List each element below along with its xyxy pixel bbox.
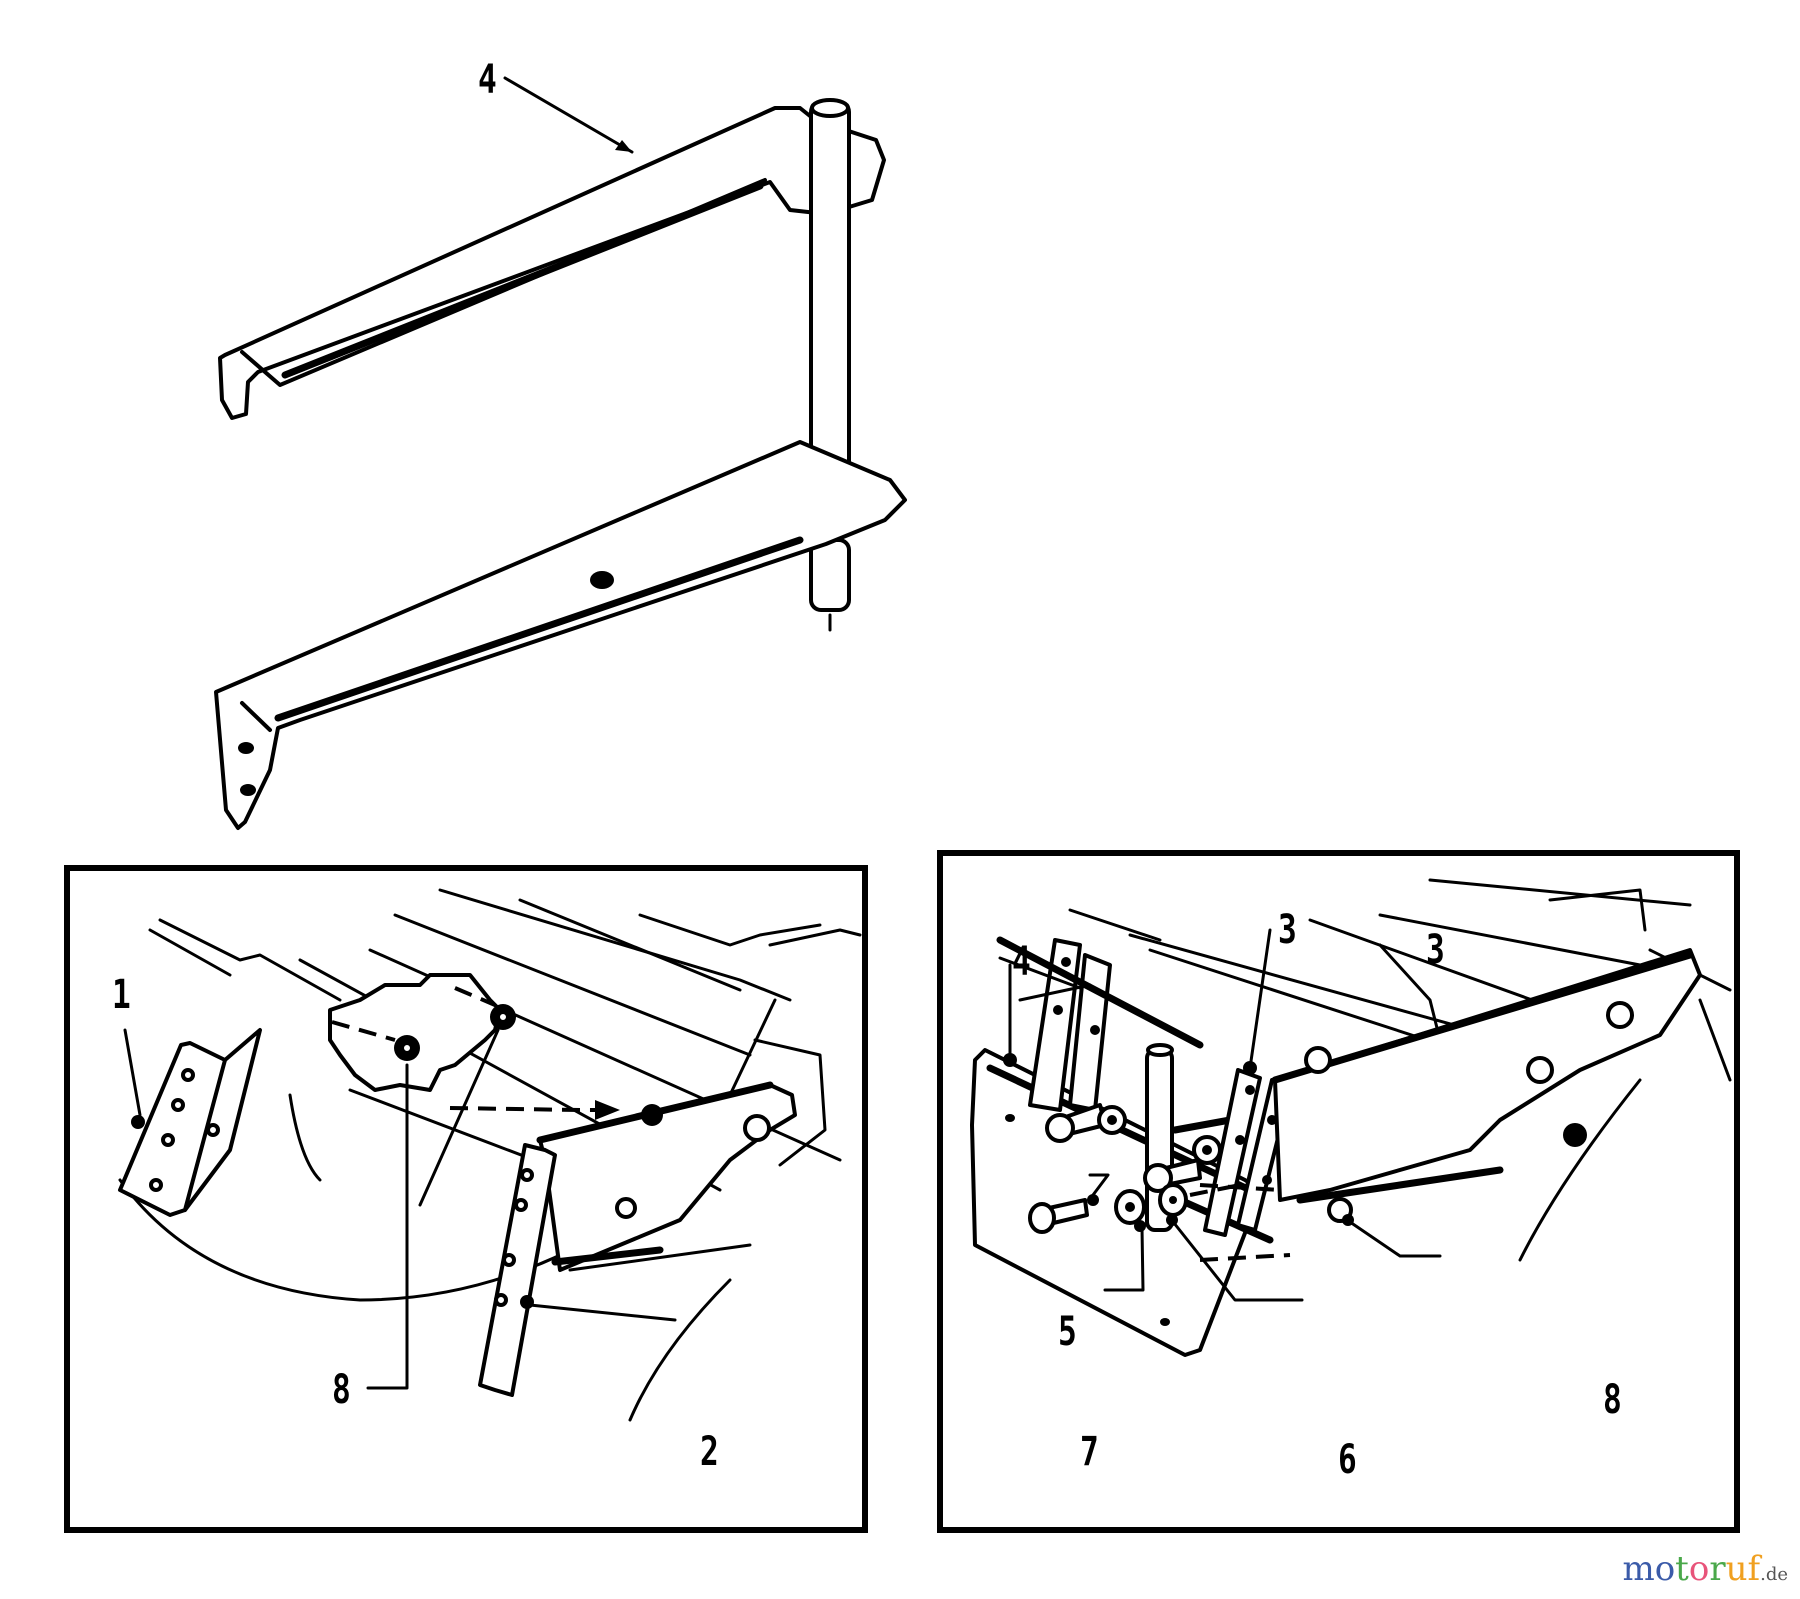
callout-part-6: 6 bbox=[1338, 1437, 1357, 1483]
callout-part-5: 5 bbox=[1058, 1309, 1077, 1355]
watermark-letter: m bbox=[1622, 1549, 1655, 1589]
callout-part-8-left: 8 bbox=[332, 1367, 351, 1413]
callout-part-3-left: 3 bbox=[1278, 907, 1297, 953]
callout-part-4-right: 4 bbox=[1012, 939, 1031, 985]
watermark-letter: u bbox=[1725, 1549, 1748, 1589]
right-inset-frame bbox=[937, 850, 1740, 1533]
watermark-tld: .de bbox=[1760, 1564, 1788, 1585]
watermark-letter: t bbox=[1675, 1549, 1689, 1589]
callout-part-3-right: 3 bbox=[1426, 927, 1445, 973]
callout-part-1: 1 bbox=[112, 972, 131, 1018]
watermark-letter: f bbox=[1747, 1549, 1761, 1589]
callout-part-7: 7 bbox=[1080, 1429, 1099, 1475]
watermark-letter: r bbox=[1709, 1549, 1726, 1589]
bracket-assembly-drawing bbox=[214, 76, 907, 830]
watermark-letter: o bbox=[1688, 1549, 1710, 1589]
right-inset-drawing bbox=[937, 850, 1740, 1533]
motoruf-watermark-logo: motoruf.de bbox=[1622, 1549, 1788, 1589]
left-inset-frame bbox=[64, 865, 868, 1533]
callout-part-8-right: 8 bbox=[1603, 1377, 1622, 1423]
left-inset-drawing bbox=[64, 865, 868, 1533]
callout-part-4-top: 4 bbox=[478, 57, 497, 103]
callout-part-2: 2 bbox=[700, 1429, 719, 1475]
watermark-letter: o bbox=[1654, 1549, 1676, 1589]
